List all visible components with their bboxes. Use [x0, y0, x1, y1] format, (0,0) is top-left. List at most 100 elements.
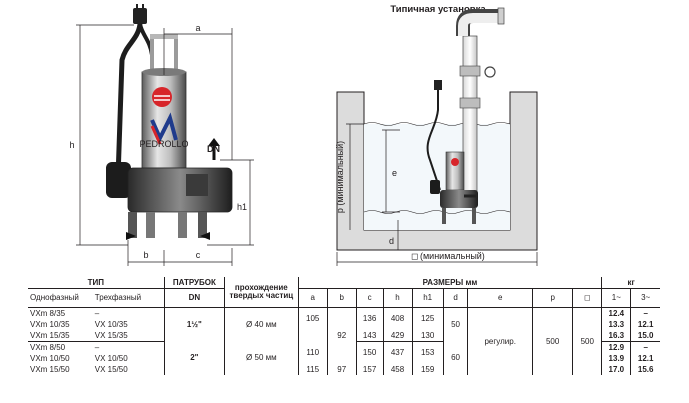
square-symbol: ◻: [411, 251, 418, 261]
col-type: ТИП: [28, 277, 165, 289]
cell-w1: 12.4: [601, 307, 631, 319]
cell-h1: 130: [411, 330, 444, 342]
cell-three: VX 15/35: [92, 330, 165, 342]
installation-drawing: Типичная установка: [335, 4, 538, 266]
cell-square: 500: [572, 307, 602, 375]
cell-single: VXm 10/35: [30, 319, 70, 329]
sub-c: c: [355, 288, 383, 308]
dim-min-label: (минимальный): [420, 251, 485, 261]
cell-b: 92: [326, 307, 357, 364]
cell-solids: Ø 40 мм: [224, 307, 299, 342]
table-row: VXm 10/35 VX 10/35 13.3 12.1: [28, 319, 660, 330]
brand-text: PEDROLLO: [139, 139, 188, 149]
dn-label: DN: [207, 144, 220, 154]
cell-c: 157: [355, 364, 383, 375]
cell-h: 458: [382, 364, 413, 375]
cell-three: VX 15/50: [94, 364, 128, 374]
plug-icon: [133, 8, 147, 24]
dim-h-label: h: [69, 140, 74, 150]
dim-e-label: e: [392, 168, 397, 178]
sub-d: d: [442, 288, 468, 308]
cell-b: 97: [326, 364, 357, 375]
cell-dn: 2": [163, 341, 225, 375]
cell-w3: 15.0: [630, 330, 660, 342]
dim-c-label: c: [196, 250, 201, 260]
float-switch: [106, 162, 131, 198]
cell-single: VXm 8/35: [30, 308, 66, 318]
table-row: VXm 8/50 – 2" Ø 50 мм 110 150 437 153 60…: [28, 341, 660, 375]
cell-w3: 15.6: [630, 364, 660, 375]
cell-c: 136: [355, 307, 383, 330]
cell-w3: –: [630, 307, 660, 319]
cell-w1: 12.9: [601, 341, 631, 353]
cell-three: VX 10/35: [94, 319, 128, 329]
sub-a: a: [297, 288, 328, 308]
spec-table: ТИП ПАТРУБОК прохождение твердых частиц …: [28, 277, 660, 375]
sub-b: b: [326, 288, 357, 308]
dim-a-label: a: [195, 23, 200, 33]
col-dimensions: РАЗМЕРЫ мм: [297, 277, 602, 289]
cell-w3: 12.1: [630, 353, 660, 364]
cell-dn: 1½": [163, 307, 225, 342]
table-row: VXm 15/50 VX 15/50 115 97 157 458 159 17…: [28, 364, 660, 375]
sub-single: Однофазный: [28, 288, 93, 308]
cell-h: 437: [382, 341, 413, 364]
cell-c: 143: [355, 330, 383, 342]
cell-single: VXm 15/50: [30, 364, 70, 374]
cell-c: 150: [355, 341, 383, 364]
sub-e: e: [467, 288, 533, 308]
cell-w3: –: [630, 341, 660, 353]
table-row: VXm 15/35 VX 15/35 143 429 130 16.3 15.0: [28, 330, 660, 342]
col-nozzle: ПАТРУБОК: [163, 277, 225, 289]
discharge-pipe: [462, 35, 478, 197]
installed-pump: [445, 151, 465, 191]
cell-single: VXm 15/35: [28, 330, 93, 342]
sub-h1: h1: [411, 288, 444, 308]
sub-square: ◻: [572, 288, 602, 308]
cell-d: 60: [442, 341, 468, 375]
cell-w1: 16.3: [601, 330, 631, 342]
sub-w3: 3~: [630, 288, 660, 308]
sub-h: h: [382, 288, 413, 308]
table-header-main: ТИП ПАТРУБОК прохождение твердых частиц …: [28, 277, 660, 308]
cell-w1: 13.9: [601, 353, 631, 364]
technical-drawing: PEDROLLO DN: [69, 4, 538, 266]
cell-h1: 125: [411, 307, 444, 330]
cell-a: 115: [297, 364, 328, 375]
cell-h1: 159: [411, 364, 444, 375]
motor-body: [141, 71, 187, 169]
cell-single: VXm 10/50: [30, 353, 70, 363]
cell-h1: 153: [411, 341, 444, 364]
col-weight: кг: [601, 277, 660, 289]
sub-dn: DN: [163, 288, 225, 308]
cell-solids: Ø 50 мм: [224, 341, 299, 375]
cell-p: 500: [532, 307, 573, 375]
cell-d: 50: [442, 307, 468, 342]
cell-three: –: [94, 342, 100, 352]
cell-a: 110: [297, 341, 328, 364]
dim-h1-label: h1: [237, 202, 247, 212]
cell-a: 105: [297, 307, 328, 330]
cell-single: VXm 8/50: [30, 342, 66, 352]
table-row: VXm 8/35 – 1½" Ø 40 мм 105 92 136 408 12…: [28, 307, 660, 375]
cell-w1: 13.3: [601, 319, 631, 330]
dim-d-label: d: [389, 236, 394, 246]
pump-drawing: PEDROLLO DN: [69, 4, 254, 266]
cell-e: регулир.: [467, 307, 533, 375]
cell-h: 408: [382, 307, 413, 330]
sub-p: p: [532, 288, 573, 308]
table-header-sub: Однофазный Трехфазный DN a b c h h1 d e …: [28, 288, 660, 308]
valve-handle: [484, 66, 496, 78]
brand-logo: [152, 87, 172, 107]
cell-three: –: [94, 308, 100, 318]
sub-w1: 1~: [601, 288, 631, 308]
cell-h: 429: [382, 330, 413, 342]
dim-p-label: p (минимальный): [335, 141, 345, 213]
cell-w1: 17.0: [601, 364, 631, 375]
cell-w3: 12.1: [630, 319, 660, 330]
cell-three: VX 10/50: [94, 353, 128, 363]
cell-a: [297, 330, 328, 342]
volute-casing: [127, 167, 233, 213]
col-solids: прохождение твердых частиц: [224, 277, 299, 308]
installation-caption: Типичная установка: [390, 4, 486, 15]
